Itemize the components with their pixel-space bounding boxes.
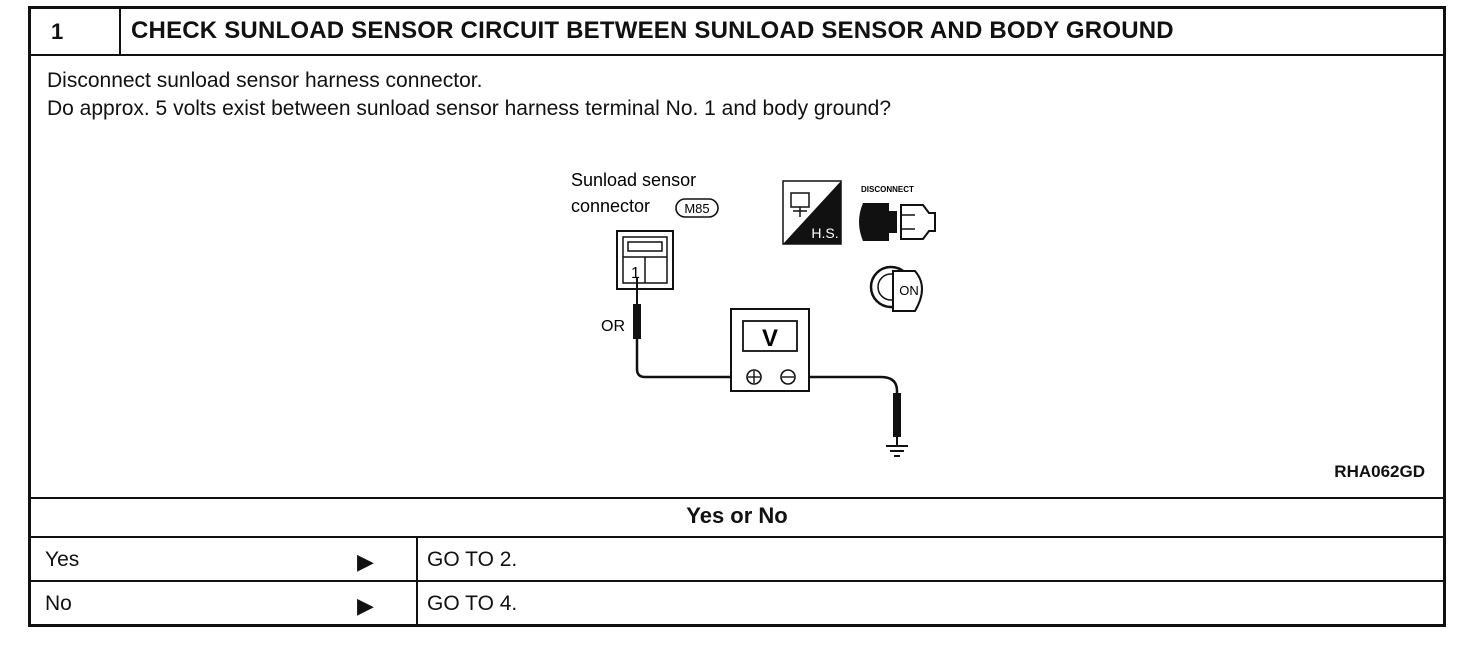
meter-label: V <box>762 325 778 352</box>
answer-yes-action: GO TO 2. <box>427 548 518 571</box>
terminal-number: 1 <box>631 265 640 282</box>
connector-code-badge: M85 <box>675 198 719 218</box>
header-rule <box>31 54 1443 56</box>
positive-probe <box>633 277 731 379</box>
disconnect-connector-icon <box>859 203 936 241</box>
step-title: CHECK SUNLOAD SENSOR CIRCUIT BETWEEN SUN… <box>131 17 1174 44</box>
disconnect-label: DISCONNECT <box>861 185 914 194</box>
ground-symbol-icon <box>886 445 908 457</box>
yes-row-rule <box>31 536 1443 538</box>
ignition-label: ON <box>899 283 919 298</box>
ignition-on-icon: ON <box>869 265 923 312</box>
connector-label-line-2: connector <box>571 196 650 216</box>
instruction-line-2: Do approx. 5 volts exist between sunload… <box>47 97 891 120</box>
positive-terminal-icon <box>746 369 762 385</box>
connector-code: M85 <box>684 201 709 216</box>
no-row-rule <box>31 580 1443 582</box>
header-divider <box>119 9 121 54</box>
question-label: Yes or No <box>686 503 788 528</box>
sunload-sensor-test-diagram: Sunload sensor connector M85 1 OR V <box>571 170 936 457</box>
negative-terminal-icon <box>780 369 796 385</box>
negative-probe <box>809 375 901 445</box>
diagnostic-procedure-table: 1 CHECK SUNLOAD SENSOR CIRCUIT BETWEEN S… <box>28 6 1446 627</box>
figure-id: RHA062GD <box>1334 462 1425 481</box>
connector-label-line-1: Sunload sensor <box>571 170 696 190</box>
answer-no-action: GO TO 4. <box>427 592 518 615</box>
answer-divider <box>416 536 418 624</box>
answer-no-label: No <box>45 592 72 615</box>
sunload-sensor-connector: 1 <box>616 230 674 290</box>
voltmeter: V <box>730 308 810 392</box>
instruction-line-1: Disconnect sunload sensor harness connec… <box>47 69 483 92</box>
hs-label: H.S. <box>811 225 838 241</box>
step-number: 1 <box>51 19 64 44</box>
question-rule <box>31 497 1443 499</box>
arrow-right-icon: ▶ <box>357 593 374 618</box>
arrow-right-icon: ▶ <box>357 549 374 574</box>
harness-side-icon: H.S. <box>782 180 842 245</box>
wire-color-label: OR <box>601 318 625 335</box>
answer-yes-label: Yes <box>45 548 80 571</box>
